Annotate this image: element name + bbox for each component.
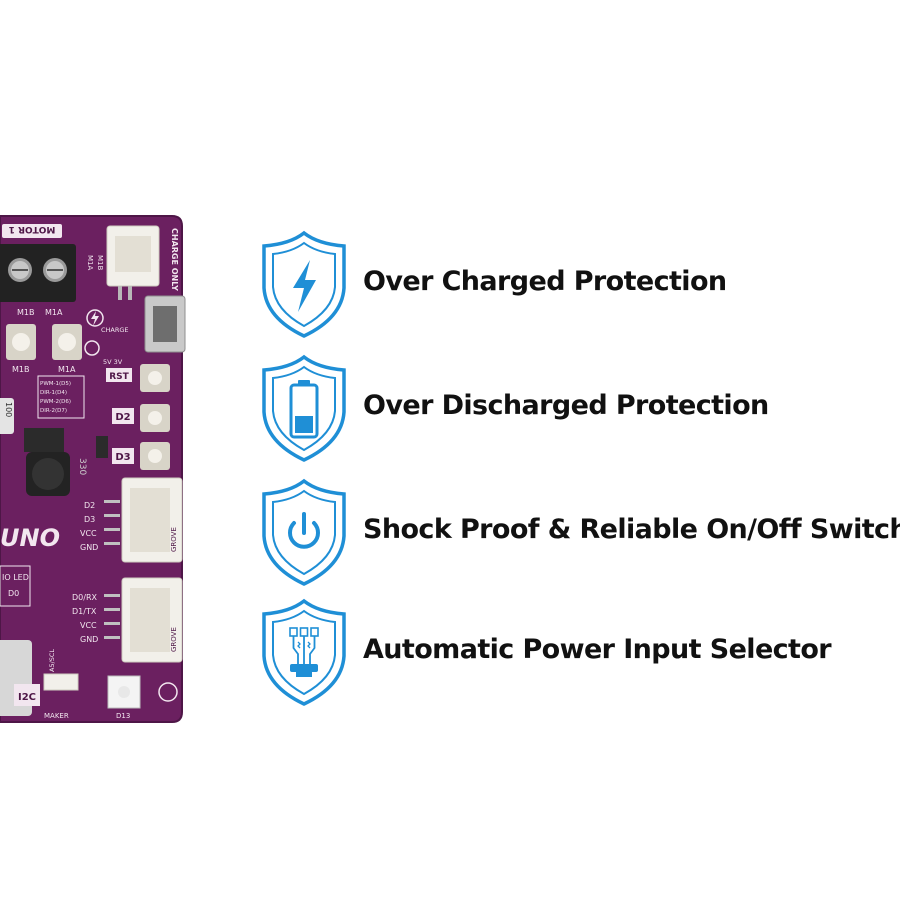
svg-text:MAKER: MAKER bbox=[44, 712, 69, 720]
feature-item-over-charged: Over Charged Protection bbox=[258, 230, 898, 340]
svg-text:M1B: M1B bbox=[96, 255, 104, 270]
svg-text:D1/TX: D1/TX bbox=[72, 607, 97, 616]
feature-label: Shock Proof & Reliable On/Off Switch bbox=[363, 514, 900, 545]
feature-label: Over Discharged Protection bbox=[363, 390, 769, 421]
svg-text:CHARGE: CHARGE bbox=[101, 326, 129, 334]
svg-text:GND: GND bbox=[80, 635, 98, 644]
svg-text:VCC: VCC bbox=[80, 529, 97, 538]
motor-label: MOTOR 1 bbox=[9, 224, 56, 234]
svg-text:M1A: M1A bbox=[58, 365, 76, 374]
svg-text:D0: D0 bbox=[8, 589, 19, 598]
svg-text:5V 3V: 5V 3V bbox=[103, 358, 123, 366]
svg-text:DIR-1(D4): DIR-1(D4) bbox=[40, 390, 67, 396]
svg-text:VCC: VCC bbox=[80, 621, 97, 630]
motor-label-box bbox=[2, 224, 62, 238]
svg-text:GROVE: GROVE bbox=[170, 627, 178, 652]
svg-text:D0/RX: D0/RX bbox=[72, 593, 98, 602]
battery-icon bbox=[262, 354, 346, 462]
svg-text:100: 100 bbox=[4, 402, 13, 417]
svg-text:M1A: M1A bbox=[86, 255, 94, 270]
svg-text:GROVE: GROVE bbox=[170, 527, 178, 552]
svg-text:GND: GND bbox=[80, 543, 98, 552]
feature-label: Over Charged Protection bbox=[363, 266, 727, 297]
circuit-board: MOTOR 1 M1A M1B CHARGE ONLY M1B M1A M1B … bbox=[0, 215, 186, 723]
svg-text:D2: D2 bbox=[84, 501, 95, 510]
svg-text:D3: D3 bbox=[115, 452, 130, 463]
power-switch-icon bbox=[262, 478, 346, 586]
svg-text:I2C: I2C bbox=[18, 692, 36, 703]
svg-text:IO LED: IO LED bbox=[2, 573, 29, 582]
circuit-board-image: MOTOR 1 M1A M1B CHARGE ONLY M1B M1A M1B … bbox=[0, 0, 200, 900]
svg-text:DIR-2(D7): DIR-2(D7) bbox=[40, 408, 67, 414]
feature-label: Automatic Power Input Selector bbox=[363, 634, 832, 665]
power-selector-icon bbox=[262, 598, 346, 706]
svg-text:D13: D13 bbox=[116, 712, 130, 720]
svg-text:A5/SCL: A5/SCL bbox=[48, 649, 56, 672]
svg-text:PWM-1(D5): PWM-1(D5) bbox=[40, 381, 71, 387]
feature-item-power-selector: Automatic Power Input Selector bbox=[258, 598, 898, 708]
svg-text:330: 330 bbox=[77, 458, 87, 475]
svg-text:CHARGE ONLY: CHARGE ONLY bbox=[170, 228, 179, 291]
svg-text:D3: D3 bbox=[84, 515, 95, 524]
svg-text:PWM-2(D6): PWM-2(D6) bbox=[40, 399, 71, 405]
svg-text:D2: D2 bbox=[115, 412, 130, 423]
feature-item-over-discharged: Over Discharged Protection bbox=[258, 354, 898, 464]
svg-text:M1A: M1A bbox=[45, 308, 63, 317]
lightning-bolt-icon bbox=[262, 230, 346, 338]
brand-text: UNO bbox=[0, 524, 60, 552]
svg-text:RST: RST bbox=[109, 372, 129, 382]
feature-item-shock-proof: Shock Proof & Reliable On/Off Switch bbox=[258, 478, 900, 588]
svg-text:M1B: M1B bbox=[12, 365, 29, 374]
svg-text:M1B: M1B bbox=[17, 308, 34, 317]
